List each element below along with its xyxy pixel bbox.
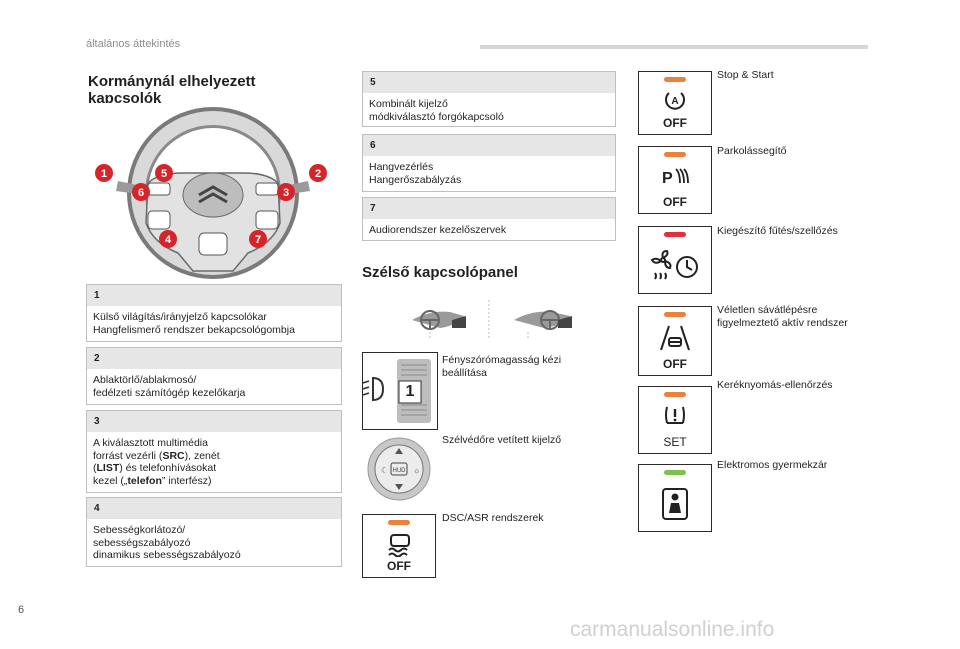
steering-wheel-illustration: 1 2 3 4 5 6 7 (88, 103, 340, 281)
hud-label: Szélvédőre vetített kijelző (442, 434, 562, 446)
indicator-lamp (664, 392, 686, 397)
headlamp-leveling-icon (362, 359, 431, 423)
dsc-asr-label: DSC/ASR rendszerek (442, 512, 544, 524)
stop-start-button[interactable]: A OFF (638, 71, 712, 135)
park-assist-button[interactable]: P OFF (638, 146, 712, 214)
park-assist-off-icon: P (662, 168, 689, 187)
panel-section-title: Szélső kapcsolópanel (362, 264, 518, 281)
page-title: Kormánynál elhelyezett kapcsolók (88, 73, 256, 107)
dashboard-location-illustration (412, 300, 572, 340)
svg-text:5: 5 (161, 168, 167, 180)
child-lock-button[interactable] (638, 464, 712, 532)
auxiliary-heating-label: Kiegészítő fűtés/szellőzés (717, 225, 838, 237)
callout-3: 3 (277, 183, 295, 201)
indicator-lamp (664, 312, 686, 317)
box-number: 2 (87, 348, 341, 369)
info-box-5: 5 Kombinált kijelző módkiválasztó forgók… (362, 71, 616, 127)
box-text: Kombinált kijelző módkiválasztó forgókap… (369, 98, 504, 123)
box-text: Hangvezérlés Hangerőszabályzás (369, 161, 462, 186)
box-number: 6 (363, 135, 615, 156)
tyre-pressure-button[interactable]: SET (638, 386, 712, 454)
indicator-lamp (664, 77, 686, 82)
leveling-value: 1 (405, 383, 415, 400)
svg-text:HUD: HUD (393, 468, 407, 474)
tyre-pressure-set-icon (665, 406, 685, 424)
off-text: OFF (663, 357, 687, 371)
svg-text:7: 7 (255, 234, 261, 246)
box-number: 5 (363, 72, 615, 93)
svg-text:4: 4 (165, 234, 172, 246)
svg-text:1: 1 (101, 168, 107, 180)
svg-text:2: 2 (315, 168, 321, 180)
callout-7: 7 (249, 230, 267, 248)
svg-text:6: 6 (138, 187, 144, 199)
info-box-2: 2 Ablaktörlő/ablakmosó/ fedélzeti számít… (86, 347, 342, 405)
indicator-lamp (664, 232, 686, 237)
auxiliary-heating-icon (650, 249, 698, 280)
info-box-3: 3 A kiválasztott multimédia forrást vezé… (86, 410, 342, 493)
header-divider (480, 45, 868, 49)
callout-4: 4 (159, 230, 177, 248)
box-text: Sebességkorlátozó/ sebességszabályozó di… (93, 524, 241, 561)
page-number: 6 (18, 604, 25, 616)
svg-text:P: P (662, 170, 673, 187)
info-box-6: 6 Hangvezérlés Hangerőszabályzás (362, 134, 616, 192)
box-number: 4 (87, 498, 341, 519)
off-text: OFF (387, 559, 411, 573)
watermark-logo: carmanualsonline.info (570, 618, 775, 641)
info-box-7: 7 Audiorendszer kezelőszervek (362, 197, 616, 241)
head-up-display-icon: HUD ☾ ☼ (367, 437, 431, 501)
callout-5: 5 (155, 164, 173, 182)
box-number: 1 (87, 285, 341, 306)
lane-keeping-off-icon (660, 325, 690, 351)
headlamp-leveling-label: Fényszórómagasság kézi beállítása (442, 354, 562, 379)
box-text: A kiválasztott multimédia forrást vezérl… (93, 437, 220, 487)
dsc-asr-button[interactable]: OFF (362, 514, 436, 578)
auxiliary-heating-button[interactable] (638, 226, 712, 294)
box-text: Ablaktörlő/ablakmosó/ fedélzeti számítóg… (93, 374, 246, 399)
lane-keeping-button[interactable]: OFF (638, 306, 712, 376)
section-header: általános áttekintés (86, 38, 181, 50)
box-number: 7 (363, 198, 615, 219)
off-text: OFF (663, 195, 687, 209)
callout-2: 2 (309, 164, 327, 182)
lane-keeping-label: Véletlen sávátlépésre figyelmeztető aktí… (717, 304, 848, 329)
callout-6: 6 (132, 183, 150, 201)
svg-text:3: 3 (283, 187, 289, 199)
child-lock-label: Elektromos gyermekzár (717, 459, 828, 471)
hud-control: HUD ☾ ☼ (362, 436, 436, 502)
stop-start-off-icon: A (665, 92, 685, 110)
svg-text:☼: ☼ (413, 466, 420, 475)
set-text: SET (663, 435, 687, 449)
svg-text:A: A (671, 96, 678, 107)
stop-start-label: Stop & Start (717, 69, 774, 81)
dsc-asr-off-icon (388, 534, 410, 557)
tyre-pressure-label: Keréknyomás-ellenőrzés (717, 379, 833, 391)
box-number: 3 (87, 411, 341, 432)
park-assist-label: Parkolássegítő (717, 145, 787, 157)
svg-text:☾: ☾ (381, 466, 388, 475)
headlamp-leveling-switch: 1 (362, 352, 438, 430)
info-box-1: 1 Külső világítás/irányjelző kapcsolókar… (86, 284, 342, 342)
indicator-lamp (388, 520, 410, 525)
indicator-lamp (664, 152, 686, 157)
box-text: Külső világítás/irányjelző kapcsolókar H… (93, 311, 295, 336)
info-box-4: 4 Sebességkorlátozó/ sebességszabályozó … (86, 497, 342, 567)
off-text: OFF (663, 116, 687, 130)
child-lock-icon (662, 488, 688, 520)
indicator-lamp (664, 470, 686, 475)
callout-1: 1 (95, 164, 113, 182)
box-text: Audiorendszer kezelőszervek (369, 224, 507, 236)
